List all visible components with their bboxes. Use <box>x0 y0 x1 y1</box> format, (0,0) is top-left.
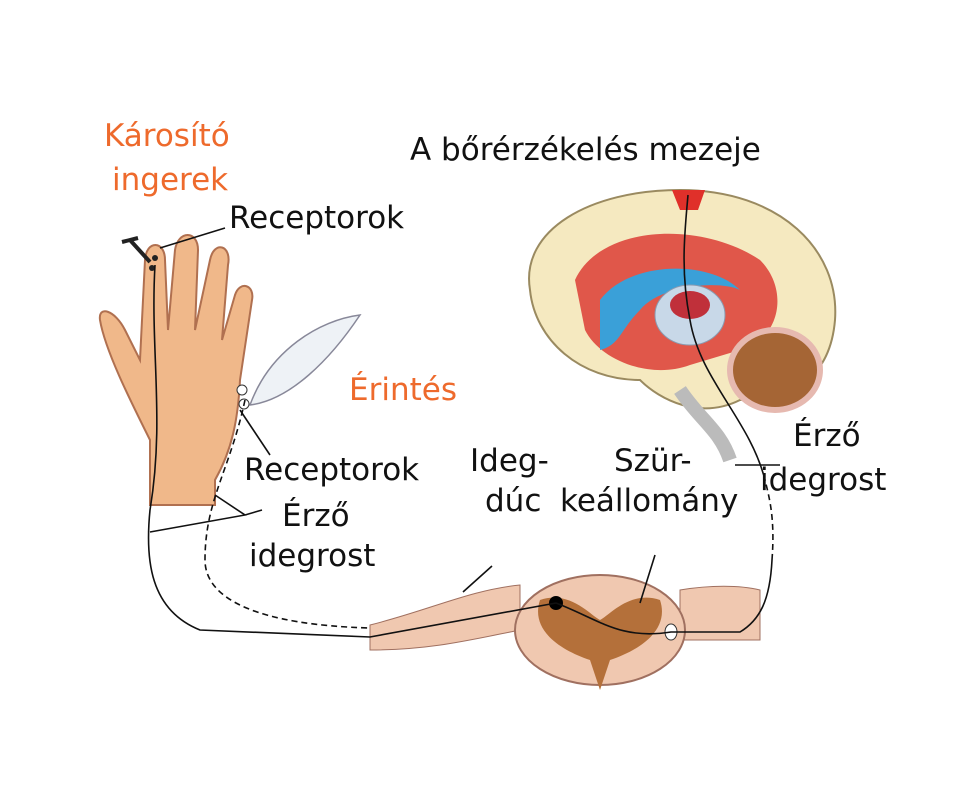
spinal-cord-illustration <box>369 574 761 690</box>
noxious-stimuli-label-1: Károsító <box>104 118 230 154</box>
fiber-right-label-1: Érző <box>793 418 861 454</box>
feather-illustration <box>248 314 362 406</box>
cortex-title-label: A bőrérzékelés mezeje <box>410 132 761 168</box>
fiber-right-label-2: idegrost <box>760 462 887 498</box>
brain-illustration <box>528 188 837 463</box>
touch-label: Érintés <box>349 372 457 408</box>
ganglion-label-1: Ideg- <box>470 443 549 479</box>
fiber-left-label-2: idegrost <box>249 538 376 574</box>
grey-matter-label-1: Szür- <box>614 443 692 479</box>
ganglion-label-2: dúc <box>485 483 542 519</box>
receptors-top-label: Receptorok <box>229 200 405 236</box>
nerve-fibers <box>147 194 780 638</box>
fiber-left-label-1: Érző <box>282 498 350 534</box>
receptors-mid-label: Receptorok <box>244 452 420 488</box>
noxious-stimuli-label-2: ingerek <box>112 162 229 198</box>
hand-illustration <box>98 234 254 506</box>
grey-matter-label-2: keállomány <box>560 483 739 519</box>
